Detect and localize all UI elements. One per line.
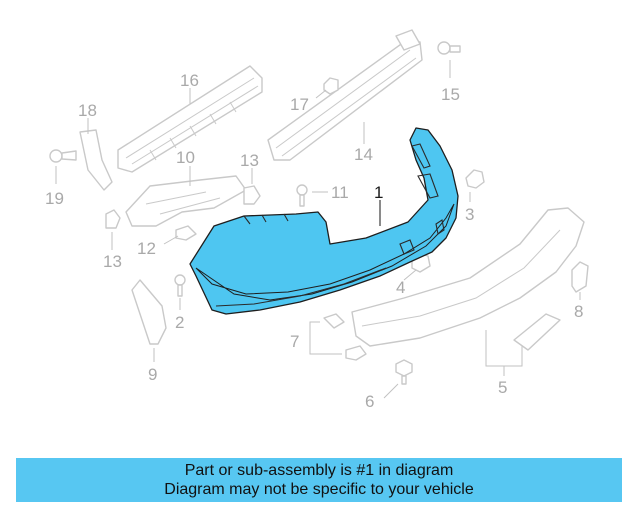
- part-16-absorber: [117, 65, 263, 173]
- part-13-clip-upper: [243, 185, 261, 205]
- part-3-clip: [465, 169, 485, 189]
- part-15-bolt: [437, 41, 461, 55]
- part-1-bracket-slots: [411, 143, 439, 199]
- part-9-side-piece: [131, 279, 167, 345]
- banner-line-2: Diagram may not be specific to your vehi…: [164, 481, 474, 498]
- leader-7: [309, 321, 342, 355]
- part-2-screw: [174, 274, 186, 297]
- callout-13-upper: 13: [240, 151, 259, 170]
- callout-7: 7: [290, 332, 299, 351]
- callout-14: 14: [354, 145, 373, 164]
- part-1-bumper-cover-highlighted: [189, 127, 459, 315]
- callout-10: 10: [176, 148, 195, 167]
- callout-15: 15: [441, 85, 460, 104]
- part-5-bumper-cover: [351, 207, 585, 347]
- leader-6: [383, 383, 399, 399]
- part-11-screw: [296, 184, 308, 207]
- leader-12: [163, 235, 179, 245]
- callout-16: 16: [180, 71, 199, 90]
- info-banner: Part or sub-assembly is #1 in diagram Di…: [16, 458, 622, 502]
- part-17-nut: [323, 77, 339, 95]
- leader-5: [485, 330, 523, 367]
- exploded-parts-diagram: 1 2 3 4 5 6 7 8 9 10 11 12 13 13 14 15 1…: [45, 29, 589, 411]
- callout-9: 9: [148, 365, 157, 384]
- callout-17: 17: [290, 95, 309, 114]
- part-5-reflector: [513, 313, 561, 351]
- part-18-side-bracket: [79, 129, 113, 191]
- part-1-clip-holes: [399, 219, 445, 255]
- callout-19: 19: [45, 189, 64, 208]
- part-14-reinforcement-beam: [267, 29, 423, 161]
- callout-2: 2: [175, 313, 184, 332]
- callout-6: 6: [365, 392, 374, 411]
- part-12-retainer: [175, 225, 197, 241]
- callout-4: 4: [396, 278, 405, 297]
- callout-18: 18: [78, 101, 97, 120]
- part-1-top-tabs: [243, 213, 289, 225]
- part-13-clip-lower: [105, 209, 121, 229]
- part-10-bracket-assembly: [125, 175, 247, 227]
- part-19-bolt: [49, 149, 77, 163]
- callout-12: 12: [137, 239, 156, 258]
- callout-1: 1: [374, 183, 383, 202]
- banner-line-1: Part or sub-assembly is #1 in diagram: [184, 462, 454, 479]
- callout-8: 8: [574, 302, 583, 321]
- callout-13-lower: 13: [103, 252, 122, 271]
- part-7-clips: [323, 313, 367, 361]
- part-8-bracket: [571, 261, 589, 293]
- callout-3: 3: [465, 205, 474, 224]
- part-1-main-surface: [189, 127, 459, 315]
- part-6-bolt: [395, 359, 413, 385]
- leader-17: [315, 89, 327, 99]
- callout-11: 11: [331, 183, 349, 202]
- part-1-lower-crease: [215, 267, 387, 307]
- callout-5: 5: [498, 378, 507, 397]
- leader-4: [403, 269, 417, 281]
